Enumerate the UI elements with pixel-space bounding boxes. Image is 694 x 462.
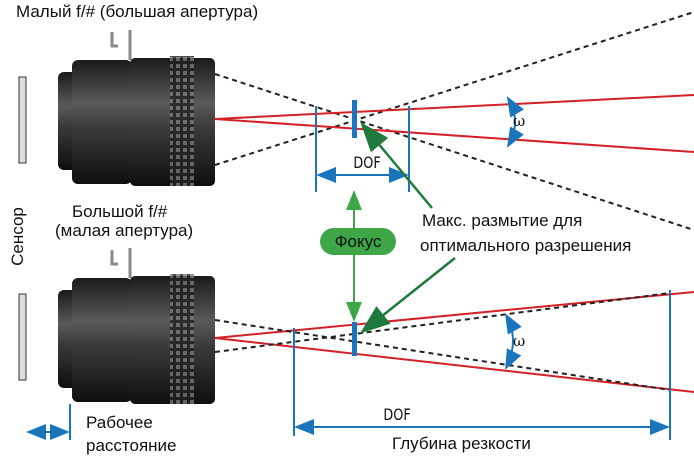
depth-of-field-label: Глубина резкости: [392, 434, 531, 453]
ray-red-top-upper: [214, 94, 694, 120]
lens-bottom: [58, 248, 215, 404]
sensor-bottom: [18, 293, 27, 381]
sensor-label: Сенсор: [7, 207, 27, 266]
large-fnumber-label: Большой f/#: [72, 202, 168, 221]
lens-top: [58, 30, 215, 186]
ray-red-bottom-lower: [214, 337, 694, 393]
cone-dashed-bottom-lower: [214, 292, 671, 353]
working-distance-label: Рабочее: [86, 413, 153, 432]
angle-arc-bottom: [505, 313, 522, 370]
dof-label-bottom: DOF: [383, 405, 411, 424]
cone-dashed-bottom-upper: [214, 319, 671, 391]
small-fnumber-label: Малый f/# (большая апертура): [16, 2, 259, 21]
focus-bar-bottom: [352, 322, 357, 356]
max-blur-label: Макс. размытие для: [422, 211, 583, 230]
cone-dashed-top-upper: [214, 73, 694, 231]
dof-label-top: DOF: [353, 153, 381, 172]
focus-badge: Фокус: [320, 228, 396, 255]
pointer-arrow-top: [360, 122, 433, 209]
small-aperture-label: (малая апертура): [55, 221, 194, 240]
omega-label-top: ω: [513, 112, 526, 130]
omega-label-bottom: ω: [513, 332, 526, 350]
pointer-arrow-bottom: [360, 257, 456, 334]
focus-bar-top: [352, 100, 357, 138]
cone-dashed-top-lower: [214, 11, 694, 166]
working-distance-label-2: расстояние: [86, 436, 177, 455]
ray-red-top-lower: [214, 118, 694, 153]
optimal-resolution-label: оптимального разрешения: [420, 236, 632, 255]
sensor-top: [18, 76, 27, 164]
angle-arc-top: [506, 96, 524, 148]
